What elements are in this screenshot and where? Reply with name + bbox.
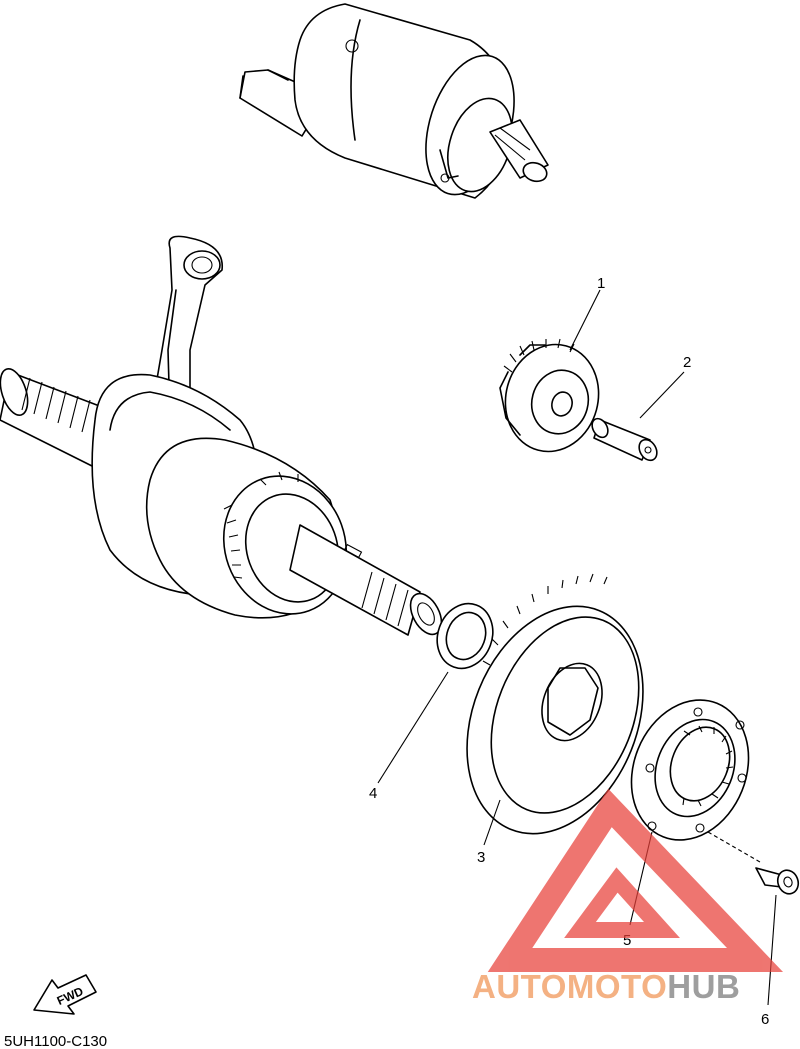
callout-4: 4 (369, 785, 377, 802)
callout-6: 6 (761, 1011, 769, 1028)
diagram-code: 5UH1100-C130 (4, 1033, 107, 1049)
starter-motor (239, 3, 549, 199)
watermark-logo (487, 788, 784, 972)
part-3-starter-wheel-gear (466, 573, 644, 835)
fwd-arrow: FWD (33, 974, 97, 1015)
part-4-washer (436, 602, 494, 670)
watermark-part-2: HUB (667, 968, 740, 1005)
callout-3: 3 (477, 849, 485, 866)
part-1-idle-gear (499, 338, 600, 453)
watermark-part-1: AUTOMOTO (472, 968, 667, 1005)
part-6-bolt (755, 867, 800, 895)
part-2-shaft (591, 417, 658, 462)
crankshaft-assembly (0, 235, 443, 636)
leader-lines (377, 289, 777, 1006)
part-5-one-way-clutch (630, 699, 750, 841)
callout-1: 1 (597, 275, 605, 292)
callout-2: 2 (683, 354, 691, 371)
watermark-triangle-icon (487, 788, 784, 972)
watermark-text: AUTOMOTOHUB (472, 968, 740, 1005)
callout-5: 5 (623, 932, 631, 949)
